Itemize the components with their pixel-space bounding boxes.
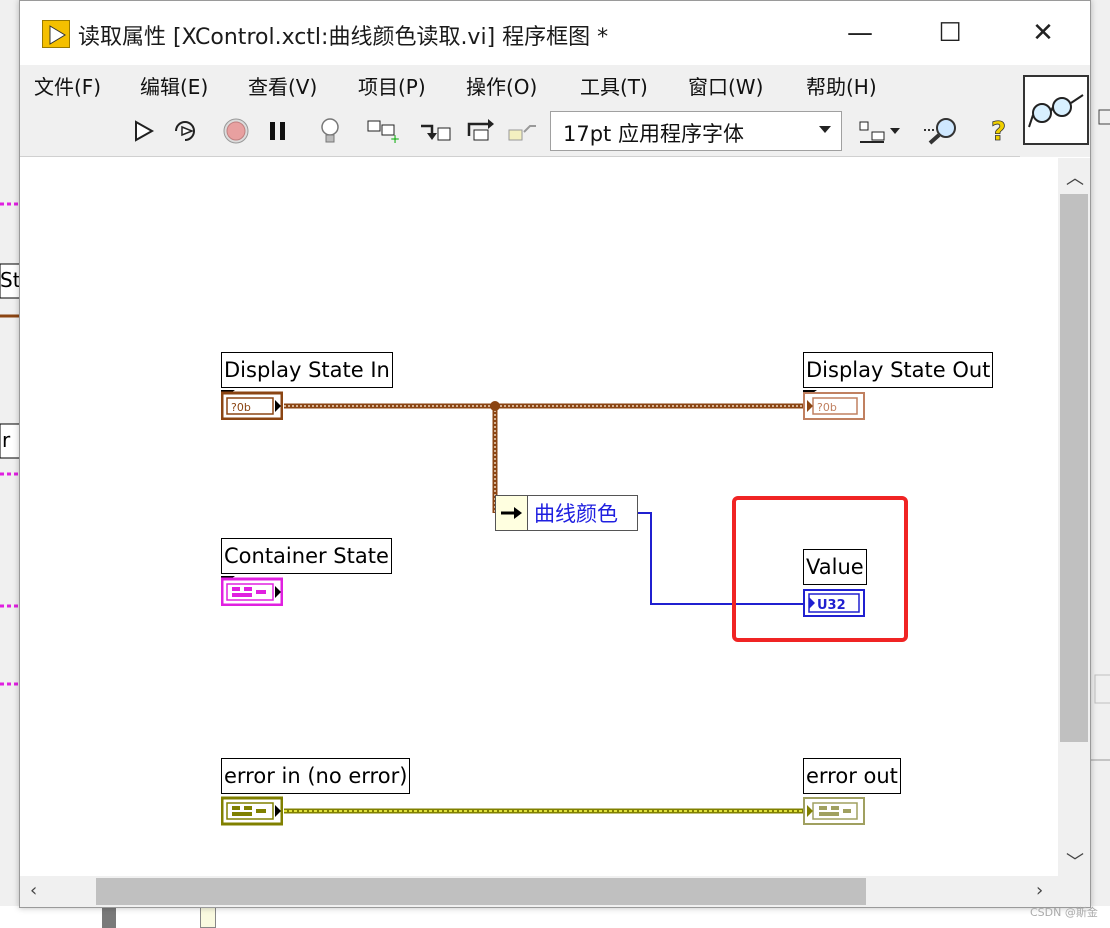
window-title: 读取属性 [XControl.xctl:曲线颜色读取.vi] 程序框图 *	[78, 25, 609, 50]
minimize-button[interactable]: —	[847, 18, 873, 48]
value-label: Value	[803, 549, 867, 585]
container-state-label: Container State	[221, 538, 392, 574]
svg-text:?0b: ?0b	[817, 401, 837, 414]
menu-operate[interactable]: 操作(O)	[466, 75, 538, 99]
abort-icon[interactable]	[222, 117, 250, 145]
pause-icon[interactable]	[264, 117, 292, 145]
search-icon[interactable]	[924, 117, 964, 145]
scroll-right-icon[interactable]: ›	[1036, 880, 1044, 901]
menu-view[interactable]: 查看(V)	[248, 75, 318, 99]
scroll-left-icon[interactable]: ‹	[30, 880, 38, 901]
context-help-icon[interactable]: ?	[986, 117, 1014, 146]
vertical-scrollbar[interactable]: ︿ ﹀	[1058, 158, 1090, 876]
scroll-up-icon[interactable]: ︿	[1066, 168, 1084, 189]
svg-text:?: ?	[991, 117, 1006, 146]
container-state-terminal[interactable]	[221, 576, 283, 606]
block-diagram-canvas[interactable]: Display State In ?0b Display State Out ?…	[20, 158, 1058, 876]
error-in-label: error in (no error)	[221, 758, 411, 794]
property-name-curve-color[interactable]: 曲线颜色	[534, 502, 618, 526]
title-bar[interactable]: 读取属性 [XControl.xctl:曲线颜色读取.vi] 程序框图 * — …	[20, 1, 1090, 65]
svg-text:U32: U32	[817, 598, 846, 613]
chevron-down-icon	[819, 126, 831, 133]
toolbar: + 17pt 应用程序字体 ?	[20, 105, 1020, 157]
display-state-in-terminal[interactable]: ?0b	[221, 390, 283, 420]
run-continuous-icon[interactable]	[172, 117, 200, 145]
maximize-button[interactable]: ☐	[938, 18, 962, 48]
display-state-in-label: Display State In	[221, 352, 393, 388]
step-out-icon[interactable]	[506, 117, 542, 145]
close-button[interactable]: ✕	[1032, 18, 1054, 48]
error-out-label: error out	[803, 758, 901, 794]
background-window-wires	[0, 202, 120, 928]
menu-help[interactable]: 帮助(H)	[806, 75, 877, 99]
svg-text:?0b: ?0b	[231, 401, 251, 414]
display-state-out-indicator[interactable]: ?0b	[803, 390, 865, 420]
menu-edit[interactable]: 编辑(E)	[140, 75, 209, 99]
property-node[interactable]: 曲线颜色	[495, 495, 638, 531]
background-window-right	[1090, 0, 1110, 928]
value-indicator[interactable]: U32	[803, 588, 865, 618]
retain-wire-values-icon[interactable]: +	[366, 117, 402, 145]
step-into-icon[interactable]	[418, 117, 454, 145]
labview-app-icon	[42, 20, 70, 48]
menu-bar: 文件(F) 编辑(E) 查看(V) 项目(P) 操作(O) 工具(T) 窗口(W…	[20, 65, 1020, 105]
font-size-select[interactable]: 17pt 应用程序字体	[550, 111, 842, 151]
menu-file[interactable]: 文件(F)	[34, 75, 102, 99]
error-in-terminal[interactable]	[221, 796, 283, 826]
step-over-icon[interactable]	[464, 117, 500, 145]
horizontal-scroll-thumb[interactable]	[96, 878, 866, 905]
background-bottom	[0, 906, 1110, 928]
run-arrow-icon[interactable]	[130, 117, 158, 145]
background-label-fragment-b: r	[2, 428, 11, 452]
watermark: CSDN @斯金	[1030, 906, 1098, 919]
menu-project[interactable]: 项目(P)	[358, 75, 426, 99]
block-diagram-window: 读取属性 [XControl.xctl:曲线颜色读取.vi] 程序框图 * — …	[19, 0, 1091, 908]
error-out-indicator[interactable]	[803, 796, 865, 826]
svg-text:+: +	[390, 132, 400, 145]
highlight-annotation	[732, 496, 908, 642]
vertical-scroll-thumb[interactable]	[1060, 194, 1088, 742]
display-state-out-label: Display State Out	[803, 352, 994, 388]
menu-tools[interactable]: 工具(T)	[580, 75, 648, 99]
highlight-execution-icon[interactable]	[316, 117, 344, 145]
vi-icon[interactable]	[1023, 75, 1089, 145]
reference-input-icon	[496, 496, 528, 530]
value-wire[interactable]	[638, 512, 805, 605]
scroll-down-icon[interactable]: ﹀	[1066, 852, 1084, 873]
background-window-left: Sta r	[0, 0, 120, 928]
horizontal-scrollbar[interactable]: ‹ ›	[20, 876, 1090, 907]
align-objects-icon[interactable]	[858, 117, 904, 145]
menu-window[interactable]: 窗口(W)	[688, 75, 764, 99]
font-select-value: 17pt 应用程序字体	[563, 122, 744, 146]
